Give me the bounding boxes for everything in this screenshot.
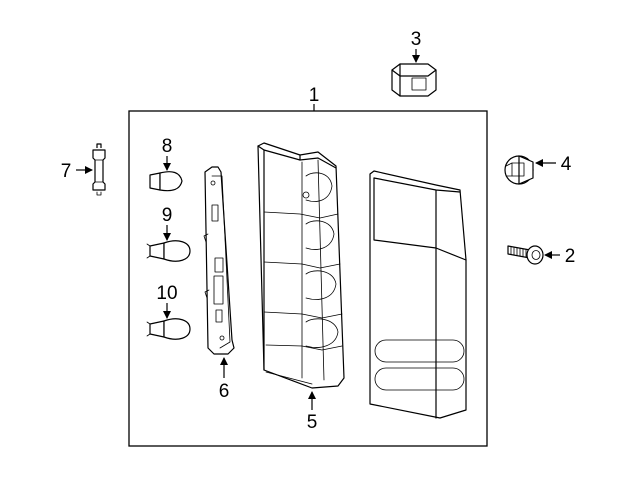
callout-9: 9 [162, 205, 173, 241]
festoon-bulb-part-7 [92, 143, 106, 196]
callout-number-9: 9 [162, 205, 173, 226]
callout-number-4: 4 [561, 154, 572, 175]
callout-number-10: 10 [156, 283, 177, 304]
screw-part-2 [507, 245, 544, 265]
callout-3: 3 [411, 29, 422, 63]
callout-number-2: 2 [565, 246, 576, 267]
callout-number-1: 1 [309, 85, 320, 106]
callout-10: 10 [156, 283, 178, 319]
bayonet-bulb-part-10 [146, 318, 191, 340]
callout-4: 4 [535, 154, 572, 175]
lamp-lens [369, 170, 467, 419]
callout-7: 7 [61, 161, 93, 182]
wedge-bulb-part-8 [149, 171, 183, 192]
callout-number-3: 3 [411, 29, 422, 50]
callout-5: 5 [307, 391, 318, 433]
assembly-frame [128, 110, 488, 447]
callout-number-6: 6 [219, 381, 230, 402]
callout-number-5: 5 [307, 412, 318, 433]
callout-number-8: 8 [162, 136, 173, 157]
callout-6: 6 [219, 357, 230, 402]
callout-1: 1 [309, 85, 320, 111]
lamp-housing-part-5 [257, 142, 345, 389]
retainer-clip-part-3 [391, 63, 437, 97]
callout-number-7: 7 [61, 161, 72, 182]
callout-8: 8 [162, 136, 173, 171]
socket-plate-part-6 [203, 166, 235, 355]
callout-2: 2 [544, 246, 576, 267]
push-nut-part-4 [504, 155, 534, 185]
bayonet-bulb-part-9 [146, 240, 191, 262]
